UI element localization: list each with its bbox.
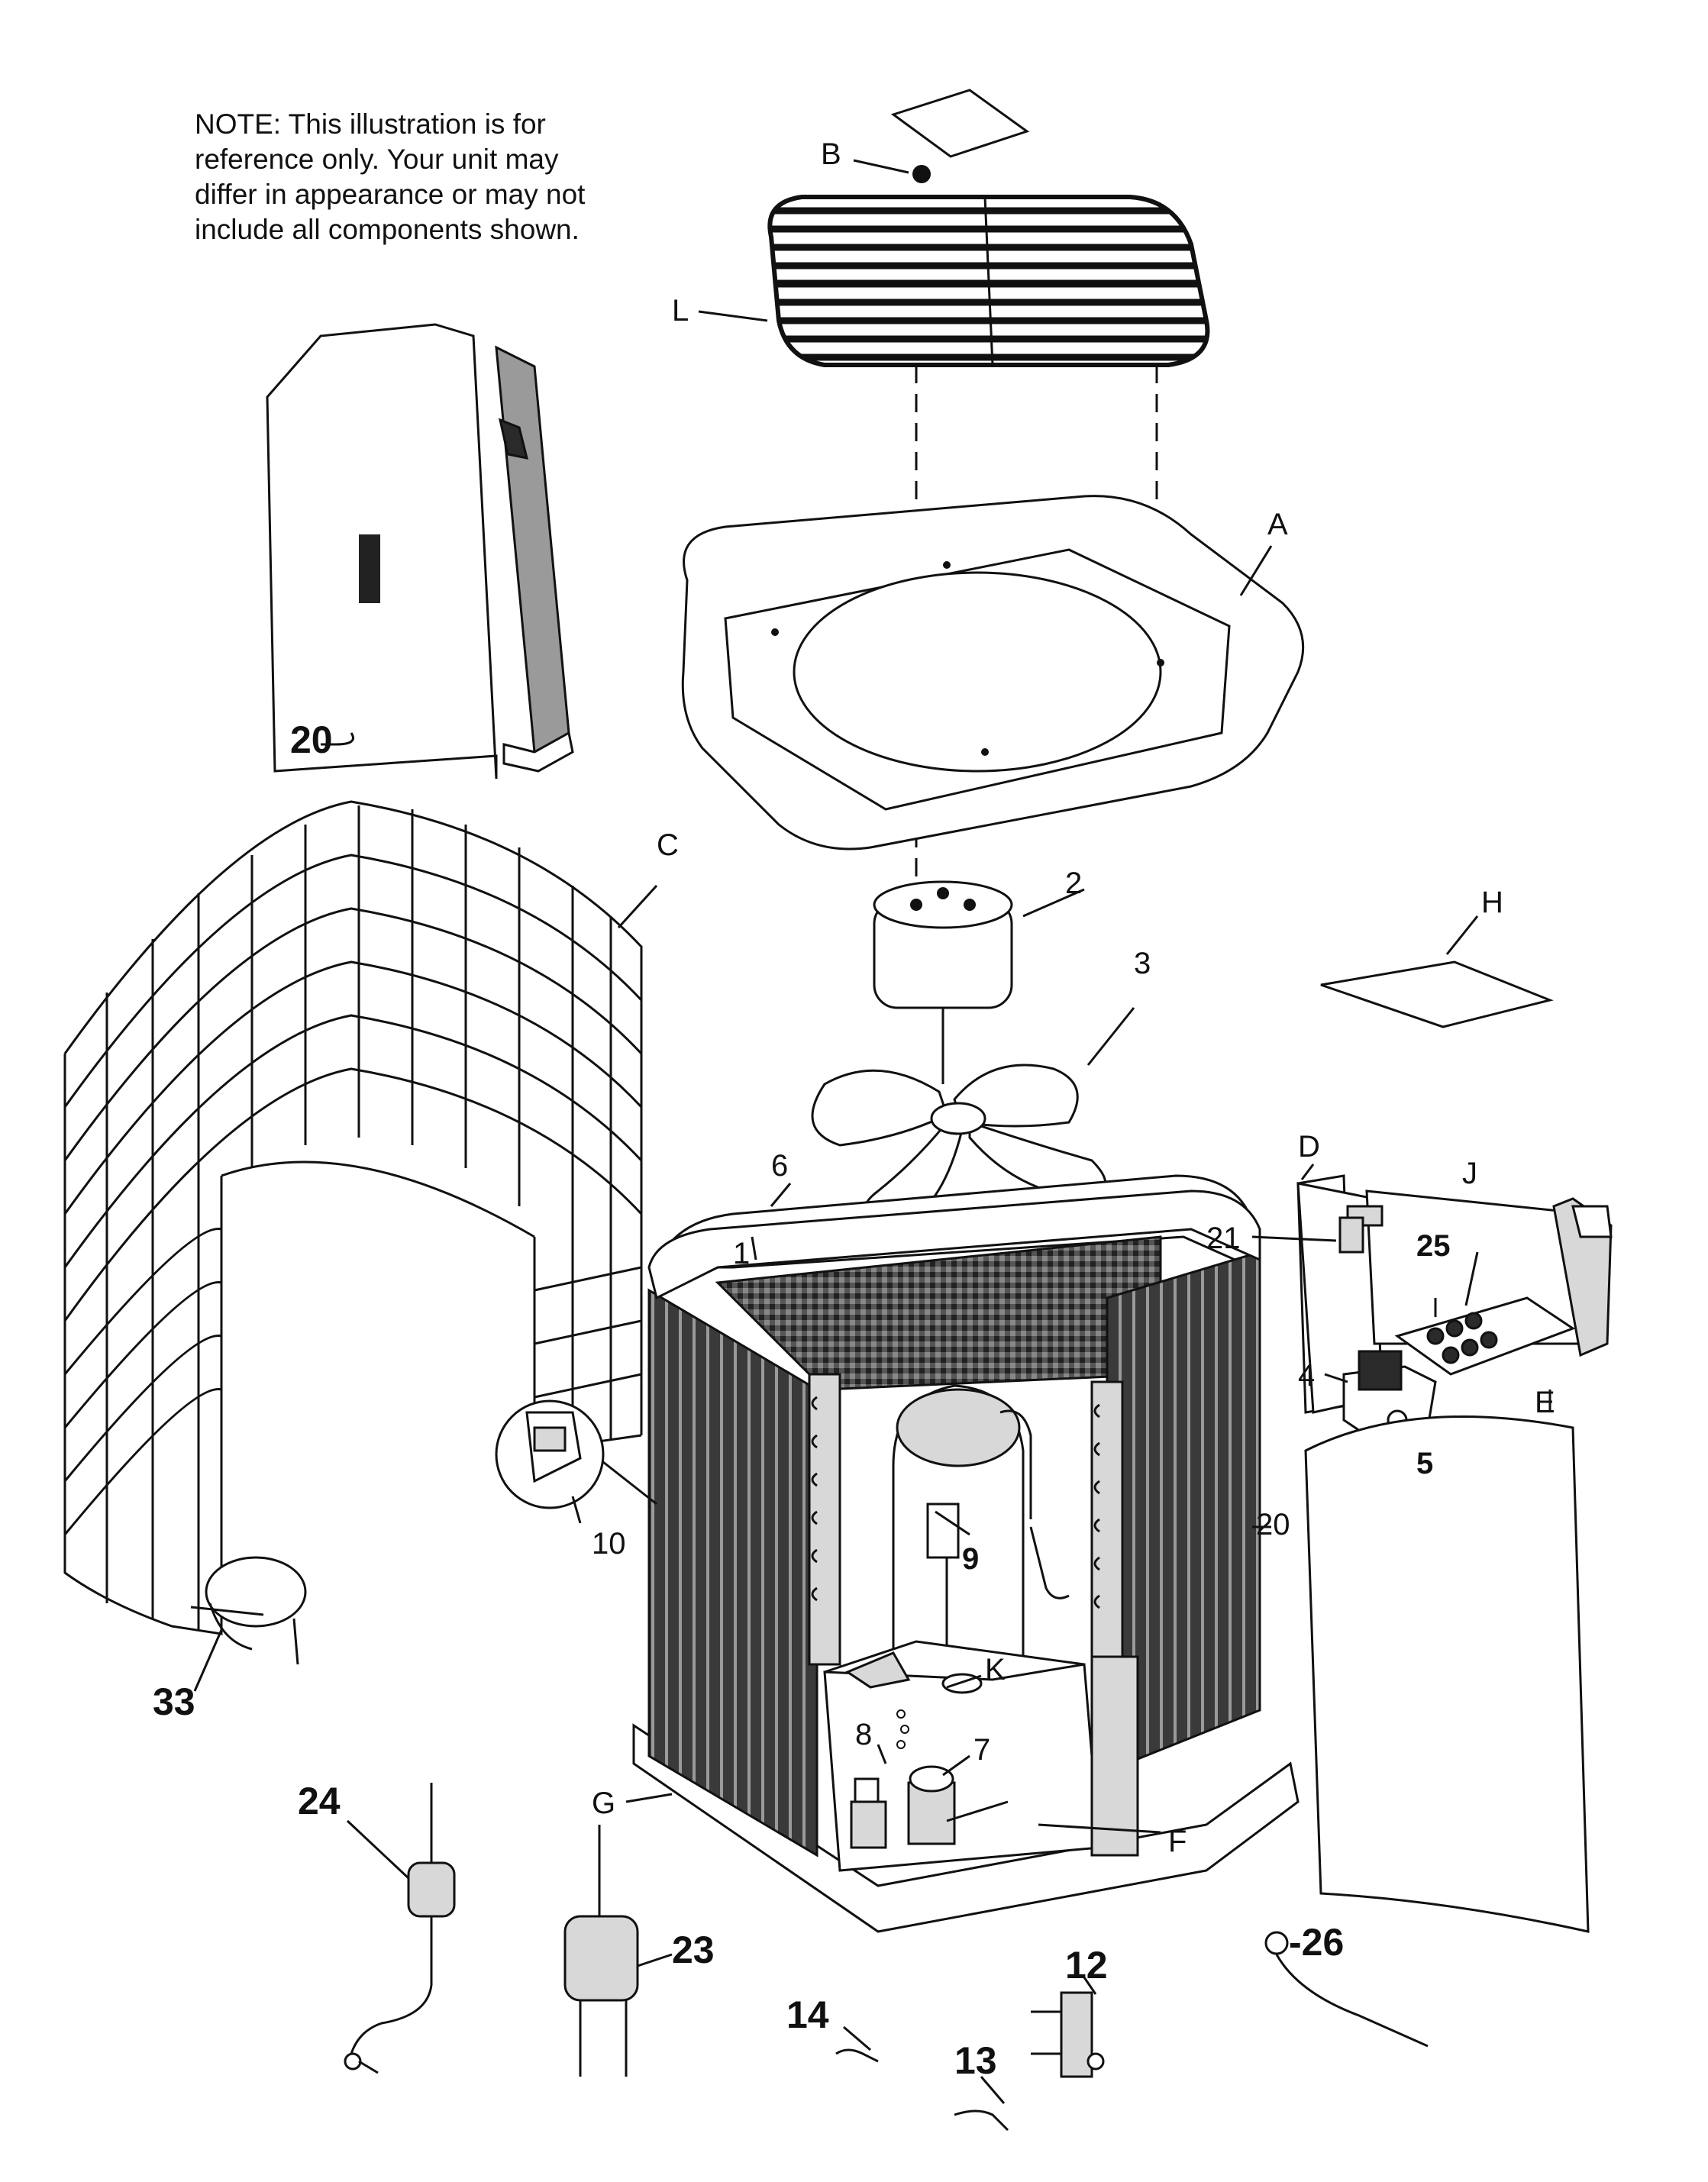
part-24 [344,1783,456,2074]
top-cap-plate [890,89,1030,158]
part-E-access-panel [1304,1390,1590,1933]
label-A: A [1267,508,1288,541]
note-line-3: differ in appearance or may not [195,179,586,210]
label-K: K [985,1653,1006,1687]
label-H: H [1481,886,1503,919]
label-8: 8 [855,1718,873,1751]
label-10: 10 [592,1527,626,1561]
note-line-2: reference only. Your unit may [195,144,559,175]
part-H-control-box-cover [1320,915,1554,1028]
label-21: 21 [1206,1222,1241,1255]
label-23: 23 [672,1929,715,1971]
part-14 [835,2025,879,2063]
part-B-bolt [853,159,931,183]
label-D: D [1298,1130,1320,1164]
part-20-side-panel [266,323,574,780]
part-26 [1264,1931,1429,2048]
label-24: 24 [298,1780,341,1822]
part-L-fan-grille [698,195,1210,367]
label-25: 25 [1416,1229,1451,1263]
label-L: L [672,294,689,328]
label-20-right: 20 [1256,1508,1290,1541]
label-20-side-panel: 20 [290,718,333,761]
label-C: C [657,828,679,862]
label-4: 4 [1298,1359,1316,1393]
part-13 [954,2076,1009,2132]
condenser-coil-unit [625,1174,1300,1933]
label-B: B [821,137,841,171]
part-2-fan-motor [873,880,1085,1084]
label-E: E [1535,1386,1555,1419]
label-1: 1 [733,1237,751,1270]
part-10-detail [495,1399,657,1524]
label-33: 33 [153,1680,195,1723]
label-7: 7 [973,1733,991,1767]
label-5: 5 [1416,1447,1434,1480]
part-3-fan-blade [811,1007,1135,1231]
part-C-wire-guard [63,800,658,1635]
label-14: 14 [786,1993,829,2036]
part-D-control-box [1251,1164,1613,1448]
label-26: -26 [1289,1921,1345,1964]
label-F: F [1168,1825,1187,1858]
part-23 [563,1825,673,2077]
note-line-4: include all components shown. [195,214,580,245]
label-13: 13 [954,2039,997,2082]
part-33 [190,1556,307,1692]
label-G: G [592,1787,616,1820]
label-6: 6 [771,1149,789,1183]
label-J: J [1462,1157,1477,1190]
reference-note: NOTE: This illustration is for reference… [195,107,622,247]
note-line-1: NOTE: This illustration is for [195,108,546,140]
label-3: 3 [1134,947,1151,980]
part-12 [1031,1977,1105,2078]
label-9: 9 [962,1542,980,1576]
label-2: 2 [1065,867,1083,900]
part-A-top-panel [681,495,1305,851]
label-12: 12 [1065,1944,1108,1987]
